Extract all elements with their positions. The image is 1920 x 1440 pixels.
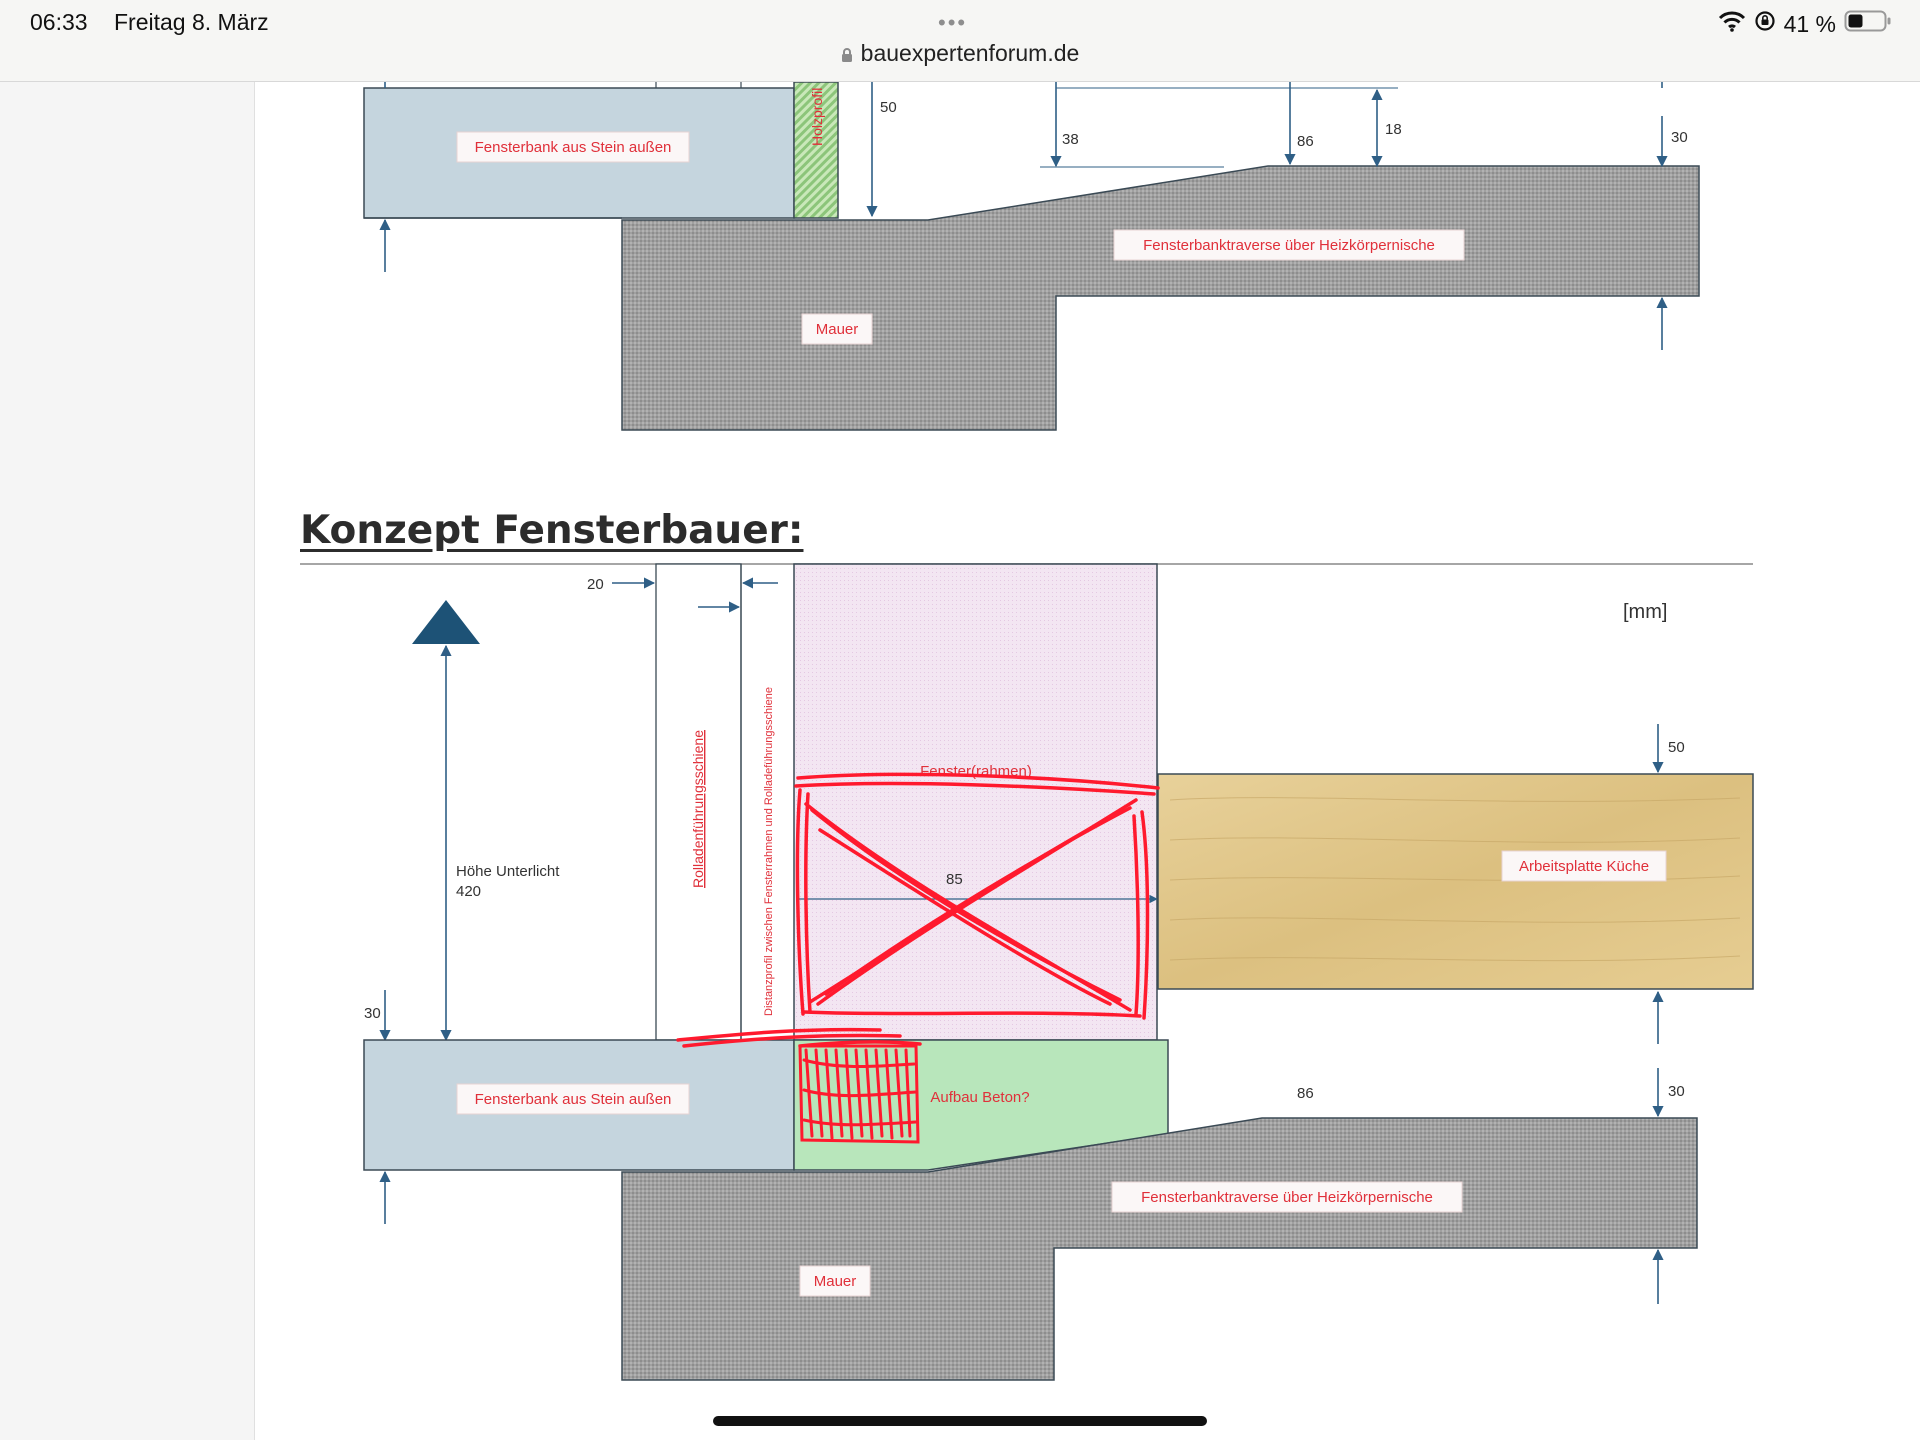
battery-percent: 41 %	[1783, 10, 1836, 37]
label-concrete: Aufbau Beton?	[930, 1089, 1029, 1106]
date: Freitag 8. März	[114, 9, 269, 35]
diagram-top: 50 38 86 18 30 Fensterbank aus Stein auß…	[363, 82, 1700, 431]
red-scribble-annotation	[676, 772, 1160, 1048]
label-traverse-bottom: Fensterbanktraverse über Heizkörpernisch…	[1141, 1189, 1433, 1206]
dim-18-top: 18	[1385, 121, 1402, 138]
window-frame	[793, 563, 1158, 1041]
unit-label: [mm]	[1623, 601, 1667, 623]
dim-30-left: 30	[364, 1005, 381, 1022]
label-rail: Rolladenführungsschiene	[690, 730, 706, 888]
label-wall-bottom: Mauer	[814, 1273, 857, 1290]
dim-50-bottom: 50	[1668, 739, 1685, 756]
multitasking-dots-icon[interactable]: •••	[938, 10, 968, 35]
home-indicator[interactable]	[713, 1416, 1207, 1426]
url-text: bauexpertenforum.de	[860, 40, 1080, 66]
address-bar[interactable]: bauexpertenforum.de	[0, 40, 1920, 69]
orientation-lock-icon	[1754, 10, 1776, 38]
shutter-rail	[655, 563, 742, 1041]
label-countertop: Arbeitsplatte Küche	[1519, 858, 1649, 875]
dim-38-top: 38	[1062, 131, 1079, 148]
label-stone-sill-top: Fensterbank aus Stein außen	[475, 139, 672, 156]
triangle-marker-icon	[412, 600, 480, 644]
lock-icon	[841, 42, 853, 69]
wifi-icon	[1718, 10, 1746, 38]
dim-30-top: 30	[1671, 129, 1688, 146]
dim-86-bottom: 86	[1297, 1085, 1314, 1102]
dim-86-top: 86	[1297, 133, 1314, 150]
wood-profile-top	[793, 82, 839, 219]
dim-30-right: 30	[1668, 1083, 1685, 1100]
sidebar-margin	[0, 82, 255, 1440]
battery-icon	[1844, 9, 1892, 39]
dim-20: 20	[587, 576, 604, 593]
status-bar: 06:33 Freitag 8. März ••• bauexpertenfor…	[0, 0, 1920, 82]
red-scribble-block	[798, 1044, 920, 1144]
label-stone-sill-bottom: Fensterbank aus Stein außen	[475, 1091, 672, 1108]
label-traverse-top: Fensterbanktraverse über Heizkörpernisch…	[1143, 237, 1435, 254]
status-icons: 41 %	[1718, 9, 1892, 39]
height-label: Höhe Unterlicht	[456, 863, 560, 880]
construction-drawings: 50 38 86 18 30 Fensterbank aus Stein auß…	[300, 82, 1754, 1381]
section-heading: Konzept Fensterbauer:	[300, 508, 804, 553]
diagram-bottom: [mm] Höhe Unterlicht 420 30 Rolladenführ…	[300, 563, 1754, 1381]
label-spacer: Distanzprofil zwischen Fensterrahmen und…	[763, 687, 775, 1016]
height-value: 420	[456, 883, 481, 900]
label-wood-profile-top: Holzprofil	[809, 88, 825, 146]
clock: 06:33	[30, 9, 88, 35]
dim-50-top: 50	[880, 99, 897, 116]
label-wall-top: Mauer	[816, 321, 859, 338]
dim-85: 85	[946, 871, 963, 888]
